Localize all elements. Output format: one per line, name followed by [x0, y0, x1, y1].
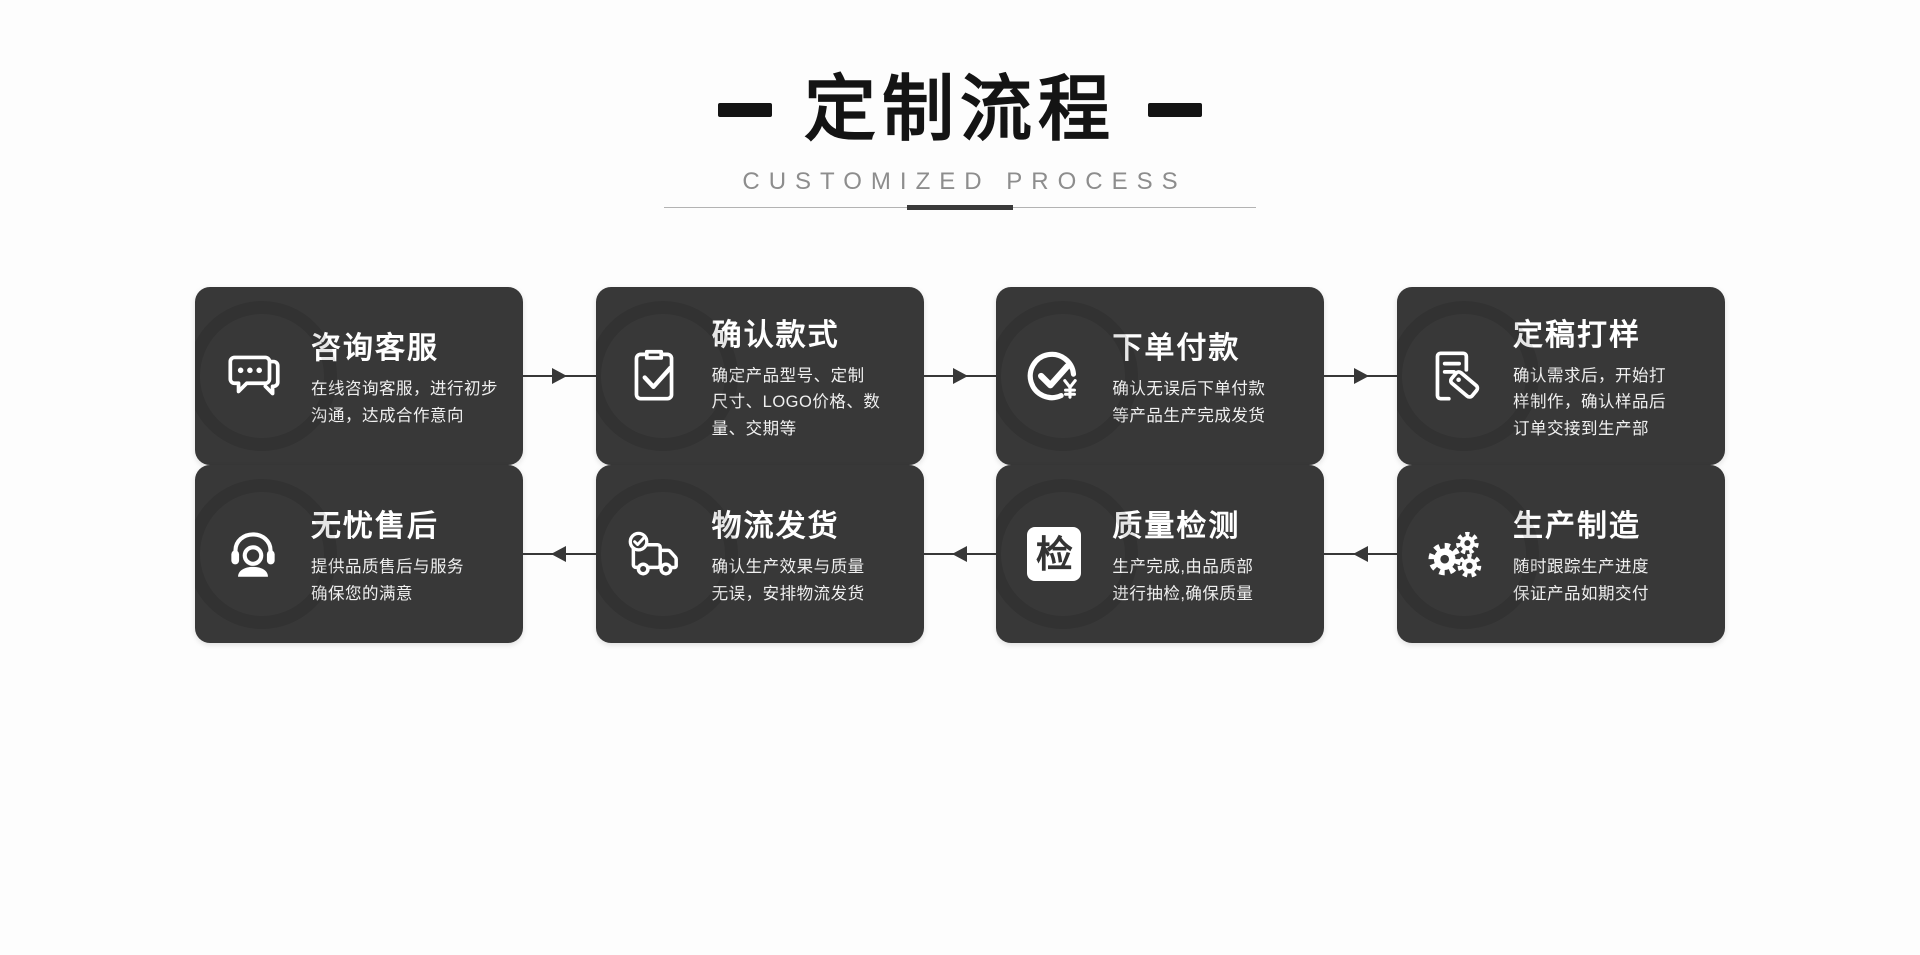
flow-row-2: 无忧售后 提供品质售后与服务 确保您的满意 — [195, 465, 1726, 643]
clipboard-check-icon — [596, 343, 712, 409]
card-text: 确认款式 确定产品型号、定制 尺寸、LOGO价格、数 量、交期等 — [712, 310, 924, 441]
card-text: 无忧售后 提供品质售后与服务 确保您的满意 — [311, 501, 523, 606]
divider-thick-segment — [907, 205, 1013, 210]
circle-check-yen-icon — [996, 343, 1112, 409]
card-title: 物流发货 — [711, 510, 840, 544]
arrow-left-connector — [920, 465, 1000, 643]
card-text: 下单付款 确认无误后下单付款 等产品生产完成发货 — [1112, 323, 1324, 428]
step-card-sample: 定稿打样 确认需求后，开始打 样制作，确认样品后 订单交接到生产部 — [1397, 287, 1726, 465]
headset-agent-icon — [195, 521, 311, 587]
step-card-quality-check: 检 质量检测 生产完成,由品质部 进行抽检,确保质量 — [996, 465, 1325, 643]
step-card-consult: 咨询客服 在线咨询客服，进行初步 沟通，达成合作意向 — [195, 287, 523, 465]
flow-row-1: 咨询客服 在线咨询客服，进行初步 沟通，达成合作意向 — [195, 287, 1726, 465]
arrow-left-connector — [1321, 465, 1401, 643]
card-text: 定稿打样 确认需求后，开始打 样制作，确认样品后 订单交接到生产部 — [1513, 310, 1725, 441]
arrow-left-connector — [520, 465, 599, 643]
arrow-right-connector — [920, 287, 1000, 465]
card-text: 咨询客服 在线咨询客服，进行初步 沟通，达成合作意向 — [311, 323, 523, 428]
card-title: 咨询客服 — [311, 332, 439, 366]
card-description: 生产完成,由品质部 进行抽检,确保质量 — [1112, 558, 1254, 603]
card-title: 定稿打样 — [1513, 319, 1642, 353]
chat-bubbles-icon — [195, 343, 311, 409]
card-text: 物流发货 确认生产效果与质量 无误，安排物流发货 — [712, 501, 924, 606]
section-title: 定制流程 — [803, 70, 1116, 150]
arrow-left-head — [952, 546, 967, 562]
card-title: 生产制造 — [1513, 510, 1642, 544]
arrow-right-head — [552, 368, 568, 384]
header-divider — [664, 205, 1256, 210]
section-subtitle: CUSTOMIZED PROCESS — [742, 168, 1187, 195]
card-description: 确定产品型号、定制 尺寸、LOGO价格、数 量、交期等 — [711, 367, 881, 438]
arrow-right-head — [1353, 368, 1369, 384]
card-text: 生产制造 随时跟踪生产进度 保证产品如期交付 — [1513, 501, 1725, 606]
card-description: 确认生产效果与质量 无误，安排物流发货 — [711, 558, 865, 603]
arrow-left-head — [1352, 546, 1368, 562]
card-description: 随时跟踪生产进度 保证产品如期交付 — [1513, 558, 1650, 603]
arrow-left-head — [551, 546, 567, 562]
card-description: 在线咨询客服，进行初步 沟通，达成合作意向 — [311, 380, 498, 425]
card-text: 质量检测 生产完成,由品质部 进行抽检,确保质量 — [1112, 501, 1324, 606]
arrow-right-connector — [1321, 287, 1401, 465]
card-title: 确认款式 — [711, 319, 840, 353]
step-card-aftersales: 无忧售后 提供品质售后与服务 确保您的满意 — [195, 465, 523, 643]
step-card-shipping: 物流发货 确认生产效果与质量 无误，安排物流发货 — [595, 465, 924, 643]
arrow-right-connector — [520, 287, 599, 465]
gears-icon — [1397, 521, 1513, 587]
card-description: 确认无误后下单付款 等产品生产完成发货 — [1112, 380, 1266, 425]
card-description: 提供品质售后与服务 确保您的满意 — [311, 558, 464, 603]
card-title: 质量检测 — [1112, 510, 1241, 544]
card-title: 下单付款 — [1112, 332, 1241, 366]
card-title: 无忧售后 — [311, 510, 439, 544]
process-flow: 咨询客服 在线咨询客服，进行初步 沟通，达成合作意向 — [195, 287, 1726, 643]
title-dash-right — [1148, 103, 1202, 117]
title-dash-left — [717, 103, 772, 117]
section-header: 定制流程 CUSTOMIZED PROCESS — [0, 70, 1920, 210]
card-description: 确认需求后，开始打 样制作，确认样品后 订单交接到生产部 — [1513, 367, 1667, 438]
inspection-badge-icon: 检 — [996, 527, 1112, 581]
arrow-right-head — [953, 368, 968, 384]
document-tag-icon — [1397, 343, 1513, 409]
step-card-confirm-style: 确认款式 确定产品型号、定制 尺寸、LOGO价格、数 量、交期等 — [595, 287, 924, 465]
delivery-truck-icon — [596, 521, 712, 587]
step-card-order-pay: 下单付款 确认无误后下单付款 等产品生产完成发货 — [996, 287, 1325, 465]
step-card-production: 生产制造 随时跟踪生产进度 保证产品如期交付 — [1397, 465, 1726, 643]
inspection-badge-character: 检 — [1027, 527, 1082, 581]
title-row: 定制流程 — [0, 70, 1920, 150]
